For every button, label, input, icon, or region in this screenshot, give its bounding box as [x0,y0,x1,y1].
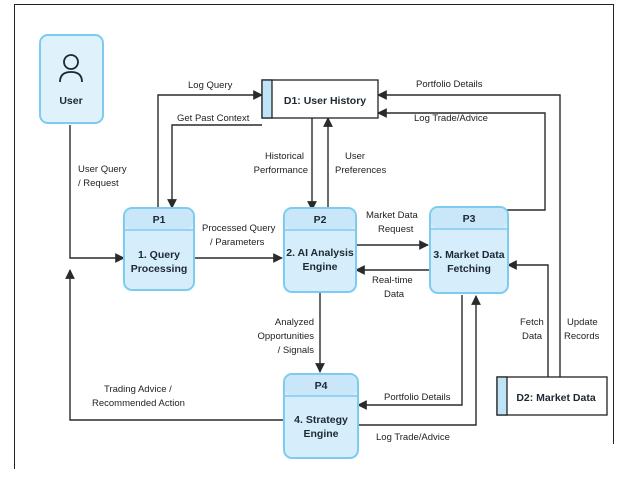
flow-log-trade-top [377,90,561,377]
label-trading-advice-2: Recommended Action [92,398,185,409]
label-user-query-2: / Request [78,178,119,189]
label-market-request-2: Request [378,224,414,235]
p4-name-line2: Engine [303,428,338,440]
label-update-records-1: Update [567,317,598,328]
diagram-frame [14,4,614,484]
p1-name-line2: Processing [131,263,188,275]
p4-name-line1: 4. Strategy [294,414,348,426]
label-portfolio-bottom: Portfolio Details [384,392,451,403]
process-p4[interactable]: P4 4. Strategy Engine [283,373,359,459]
label-processed-query-2: / Parameters [210,237,265,248]
label-historical-2: Performance [254,165,308,176]
label-trading-advice-1: Trading Advice / [104,384,172,395]
flow-log-trade-bottom [358,295,481,426]
flow-user-query [69,125,125,263]
label-fetch-data-2: Data [522,331,543,342]
label-analyzed-3: / Signals [278,345,315,356]
label-realtime-1: Real-time [372,275,413,286]
process-p1[interactable]: P1 1. Query Processing [123,207,195,291]
flow-log-query [157,90,263,210]
label-analyzed-2: Opportunities [257,331,314,342]
p3-name-line1: 3. Market Data [433,249,504,261]
flow-lines [65,90,561,426]
flow-portfolio-details-bottom [357,295,463,410]
label-log-trade-bottom: Log Trade/Advice [376,432,450,443]
label-portfolio-top: Portfolio Details [416,79,483,90]
process-p2[interactable]: P2 2. AI Analysis Engine [283,207,357,293]
process-p3[interactable]: P3 3. Market Data Fetching [429,206,509,294]
p1-name-line1: 1. Query [138,249,180,261]
p2-name-line1: 2. AI Analysis [286,247,354,259]
p2-name-line2: Engine [302,261,337,273]
flow-trading-advice [65,269,284,421]
label-historical-1: Historical [265,151,304,162]
user-label: User [59,95,82,107]
label-market-request-1: Market Data [366,210,418,221]
d1-label: D1: User History [284,95,366,107]
label-user-prefs-1: User [345,151,365,162]
label-analyzed-1: Analyzed [275,317,314,328]
flow-get-past-context [167,124,262,209]
data-store-d2[interactable]: D2: Market Data [496,376,608,416]
label-fetch-data-1: Fetch [520,317,544,328]
user-icon [59,54,83,83]
label-realtime-2: Data [384,289,405,300]
label-user-prefs-2: Preferences [335,165,386,176]
label-log-query: Log Query [188,80,233,91]
label-get-past-context: Get Past Context [177,113,250,124]
flow-fetch-data [507,260,549,378]
p3-name-line2: Fetching [447,263,491,275]
p4-id: P4 [315,380,328,392]
external-entity-user[interactable]: User [39,34,104,124]
p1-id: P1 [153,214,166,226]
p2-id: P2 [314,214,327,226]
label-user-query-1: User Query [78,164,127,175]
flow-labels: Log Query Get Past Context User Query / … [78,79,600,443]
label-processed-query-1: Processed Query [202,223,276,234]
label-update-records-2: Records [564,331,600,342]
data-store-d1[interactable]: D1: User History [261,79,379,119]
d2-label: D2: Market Data [516,392,596,404]
p3-id: P3 [463,213,476,225]
label-log-trade-top: Log Trade/Advice [414,113,488,124]
